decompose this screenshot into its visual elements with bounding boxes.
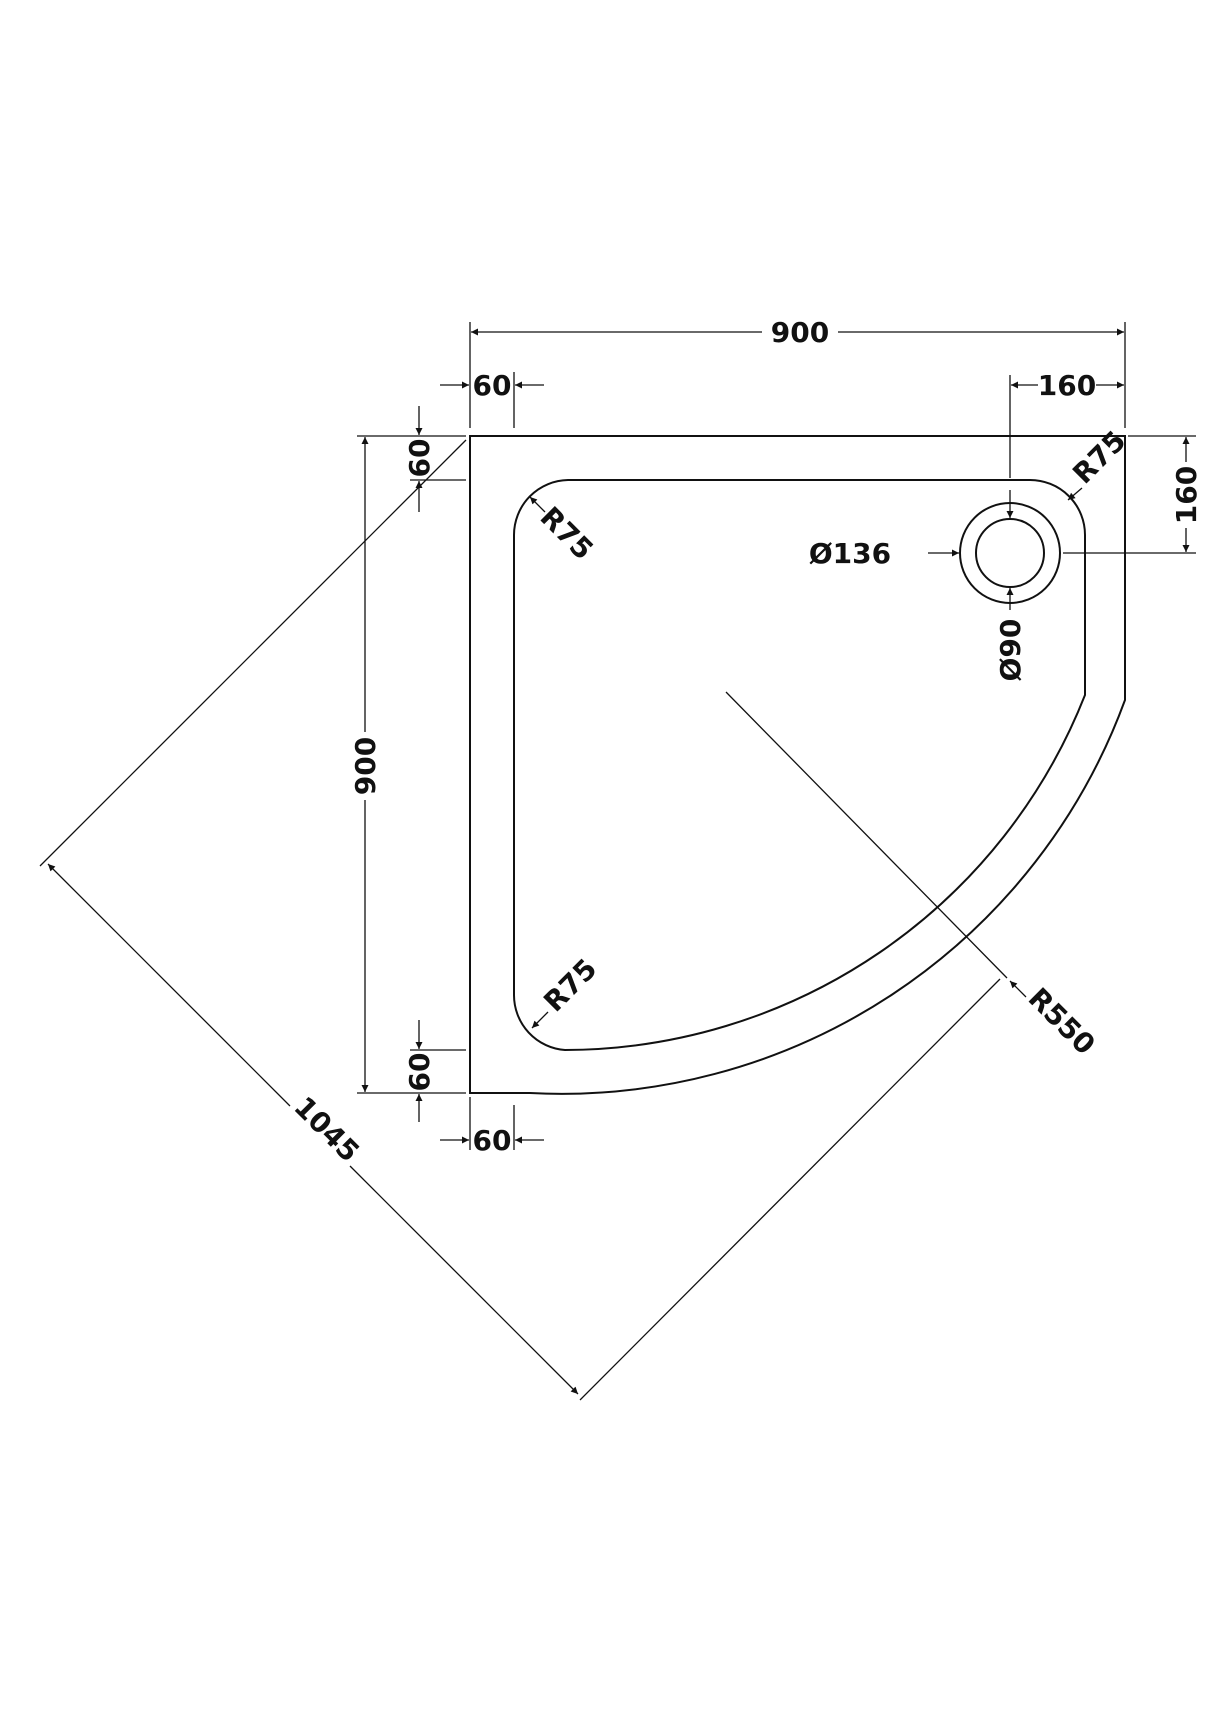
dimension-upright-bottom-left-offset: 60: [440, 1097, 544, 1157]
label-corner-radius-bottom-left: R75: [537, 952, 603, 1018]
waste-inner-circle: [975, 518, 1045, 588]
tray-outer-outline: [469, 435, 1126, 1095]
dimension-waste-outer-diameter: Ø136: [809, 537, 959, 570]
dimension-waste-inner-diameter: Ø90: [994, 490, 1027, 681]
label-corner-radius-top-right: R75: [1066, 424, 1132, 490]
label-overall-depth: 900: [349, 737, 382, 795]
label-waste-from-right: 160: [1038, 369, 1096, 402]
dimension-upright-left-offset: 60: [440, 369, 544, 428]
dimension-diagonal-length: 1045: [39, 439, 1001, 1401]
dimension-waste-from-right: 160: [1009, 369, 1124, 478]
label-upright-left-offset: 60: [473, 369, 512, 402]
label-waste-inner-diameter: Ø90: [994, 619, 1027, 682]
dimension-corner-radius-bottom-left: R75: [531, 952, 603, 1029]
tray-inner-basin: [512, 479, 1086, 1052]
label-upright-top-offset: 60: [403, 439, 436, 478]
dimension-overall-width: 900: [469, 316, 1126, 428]
label-overall-width: 900: [771, 316, 829, 349]
dimension-upright-bottom-offset: 60: [403, 1020, 466, 1122]
label-curve-radius: R550: [1022, 981, 1102, 1061]
label-waste-from-top: 160: [1170, 466, 1203, 524]
dimension-upright-top-offset: 60: [403, 406, 466, 512]
dimension-waste-from-top: 160: [1063, 435, 1203, 554]
label-waste-outer-diameter: Ø136: [809, 537, 891, 570]
dimension-corner-radius-top-left: R75: [529, 496, 600, 566]
dimension-overall-depth: 900: [349, 435, 466, 1094]
label-diagonal-length: 1045: [287, 1090, 365, 1168]
label-upright-bottom-offset: 60: [403, 1053, 436, 1092]
label-upright-bottom-left-offset: 60: [473, 1124, 512, 1157]
